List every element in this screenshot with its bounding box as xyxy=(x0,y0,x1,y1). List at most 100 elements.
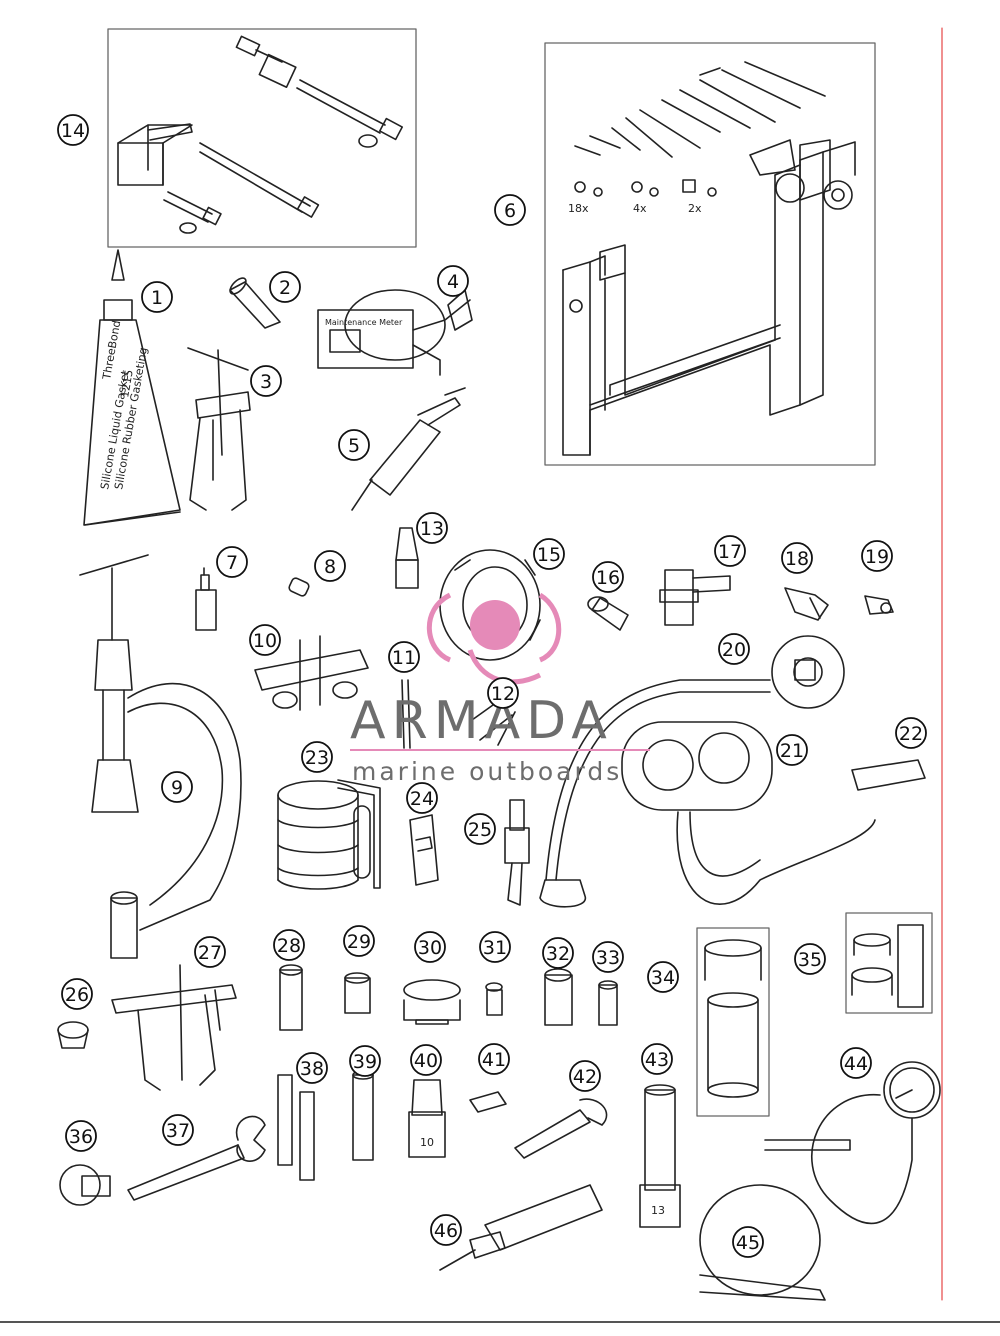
callout-number: 17 xyxy=(718,541,742,563)
callout-number: 46 xyxy=(434,1220,458,1242)
callout-circle xyxy=(343,925,375,957)
kit-6-frame xyxy=(544,42,876,466)
driver-set-34 xyxy=(704,939,762,1098)
callout-circle xyxy=(542,937,574,969)
callout-number: 25 xyxy=(468,819,492,841)
callout-circle xyxy=(641,1043,673,1075)
callout-circle xyxy=(338,429,370,461)
kit-14-frame xyxy=(107,28,417,248)
hose-45 xyxy=(699,1184,826,1301)
callout-circle xyxy=(57,114,89,146)
callout-10: 10 xyxy=(249,624,281,656)
callout-circle xyxy=(479,931,511,963)
callout-circle xyxy=(464,813,496,845)
callout-number: 43 xyxy=(645,1049,669,1071)
pin-spanner-42 xyxy=(514,1098,608,1159)
armada-logo-icon xyxy=(426,592,562,685)
watermark-subtitle: marine outboards xyxy=(352,757,622,786)
socket-43 xyxy=(639,1084,681,1228)
callout-33: 33 xyxy=(592,941,624,973)
callout-circle xyxy=(65,1120,97,1152)
callout-number: 31 xyxy=(483,937,507,959)
callout-number: 7 xyxy=(226,552,238,574)
callout-number: 12 xyxy=(491,683,515,705)
part-13 xyxy=(395,527,419,589)
callout-circle xyxy=(161,771,193,803)
tool-46 xyxy=(439,1184,603,1271)
callout-circle xyxy=(269,271,301,303)
callout-circle xyxy=(533,538,565,570)
callout-19: 19 xyxy=(861,540,893,572)
callout-number: 34 xyxy=(651,967,675,989)
callout-17: 17 xyxy=(714,535,746,567)
holder-10 xyxy=(254,635,369,711)
callout-39: 39 xyxy=(349,1045,381,1077)
stand-bolts-kit xyxy=(117,35,404,234)
callout-number: 10 xyxy=(253,630,277,652)
puller-25 xyxy=(504,799,530,906)
callout-number: 18 xyxy=(785,548,809,570)
callout-26: 26 xyxy=(61,978,93,1010)
callout-32: 32 xyxy=(542,937,574,969)
callout-number: 36 xyxy=(69,1126,93,1148)
callout-number: 26 xyxy=(65,984,89,1006)
callout-number: 42 xyxy=(573,1066,597,1088)
callout-34: 34 xyxy=(647,961,679,993)
callout-11: 11 xyxy=(388,641,420,673)
callout-circle xyxy=(478,1043,510,1075)
callout-number: 14 xyxy=(61,120,85,142)
callout-38: 38 xyxy=(296,1052,328,1084)
callout-40: 40 xyxy=(410,1044,442,1076)
sealant-tube xyxy=(83,249,181,526)
callout-circle xyxy=(410,1044,442,1076)
callout-5: 5 xyxy=(338,429,370,461)
callout-number: 44 xyxy=(844,1053,868,1075)
kit-35-frame xyxy=(845,912,933,1014)
callout-circle xyxy=(714,535,746,567)
callout-number: 30 xyxy=(418,937,442,959)
callout-number: 19 xyxy=(865,546,889,568)
drivers-row xyxy=(279,964,618,1031)
callout-circle xyxy=(273,929,305,961)
callout-circle xyxy=(794,943,826,975)
callout-circle xyxy=(388,641,420,673)
piston-ring-compressor-23 xyxy=(277,779,381,890)
callout-number: 21 xyxy=(780,740,804,762)
watermark-title: ARMADA xyxy=(350,691,613,751)
callout-number: 3 xyxy=(260,371,272,393)
callout-circle xyxy=(249,624,281,656)
callout-circle xyxy=(781,542,813,574)
callout-6: 6 xyxy=(494,194,526,226)
meter-title-label: Maintenance Meter xyxy=(325,318,403,327)
callout-number: 9 xyxy=(171,777,183,799)
watermark: ARMADA marine outboards xyxy=(350,592,650,786)
callout-14: 14 xyxy=(57,114,89,146)
callout-number: 20 xyxy=(722,639,746,661)
callout-number: 5 xyxy=(348,435,360,457)
nipple-fitting-17 xyxy=(659,569,731,626)
callout-circle xyxy=(301,741,333,773)
socket-10-label: 10 xyxy=(420,1136,434,1149)
callout-number: 23 xyxy=(305,747,329,769)
plug-18 xyxy=(784,587,829,621)
callout-46: 46 xyxy=(430,1214,462,1246)
sleeve-26 xyxy=(57,1021,89,1049)
callout-42: 42 xyxy=(569,1060,601,1092)
callout-4: 4 xyxy=(437,265,469,297)
callout-circle xyxy=(437,265,469,297)
cup-16 xyxy=(587,596,629,631)
callout-circle xyxy=(840,1047,872,1079)
callout-number: 1 xyxy=(151,287,163,309)
plug-19 xyxy=(864,595,894,615)
callout-number: 41 xyxy=(482,1049,506,1071)
callout-number: 37 xyxy=(166,1120,190,1142)
clip-41 xyxy=(469,1091,507,1113)
callout-number: 24 xyxy=(410,788,434,810)
callout-9: 9 xyxy=(161,771,193,803)
callout-circle xyxy=(406,782,438,814)
callout-number: 40 xyxy=(414,1050,438,1072)
qty-nuts-label: 4x xyxy=(633,202,647,215)
callout-circle xyxy=(592,561,624,593)
